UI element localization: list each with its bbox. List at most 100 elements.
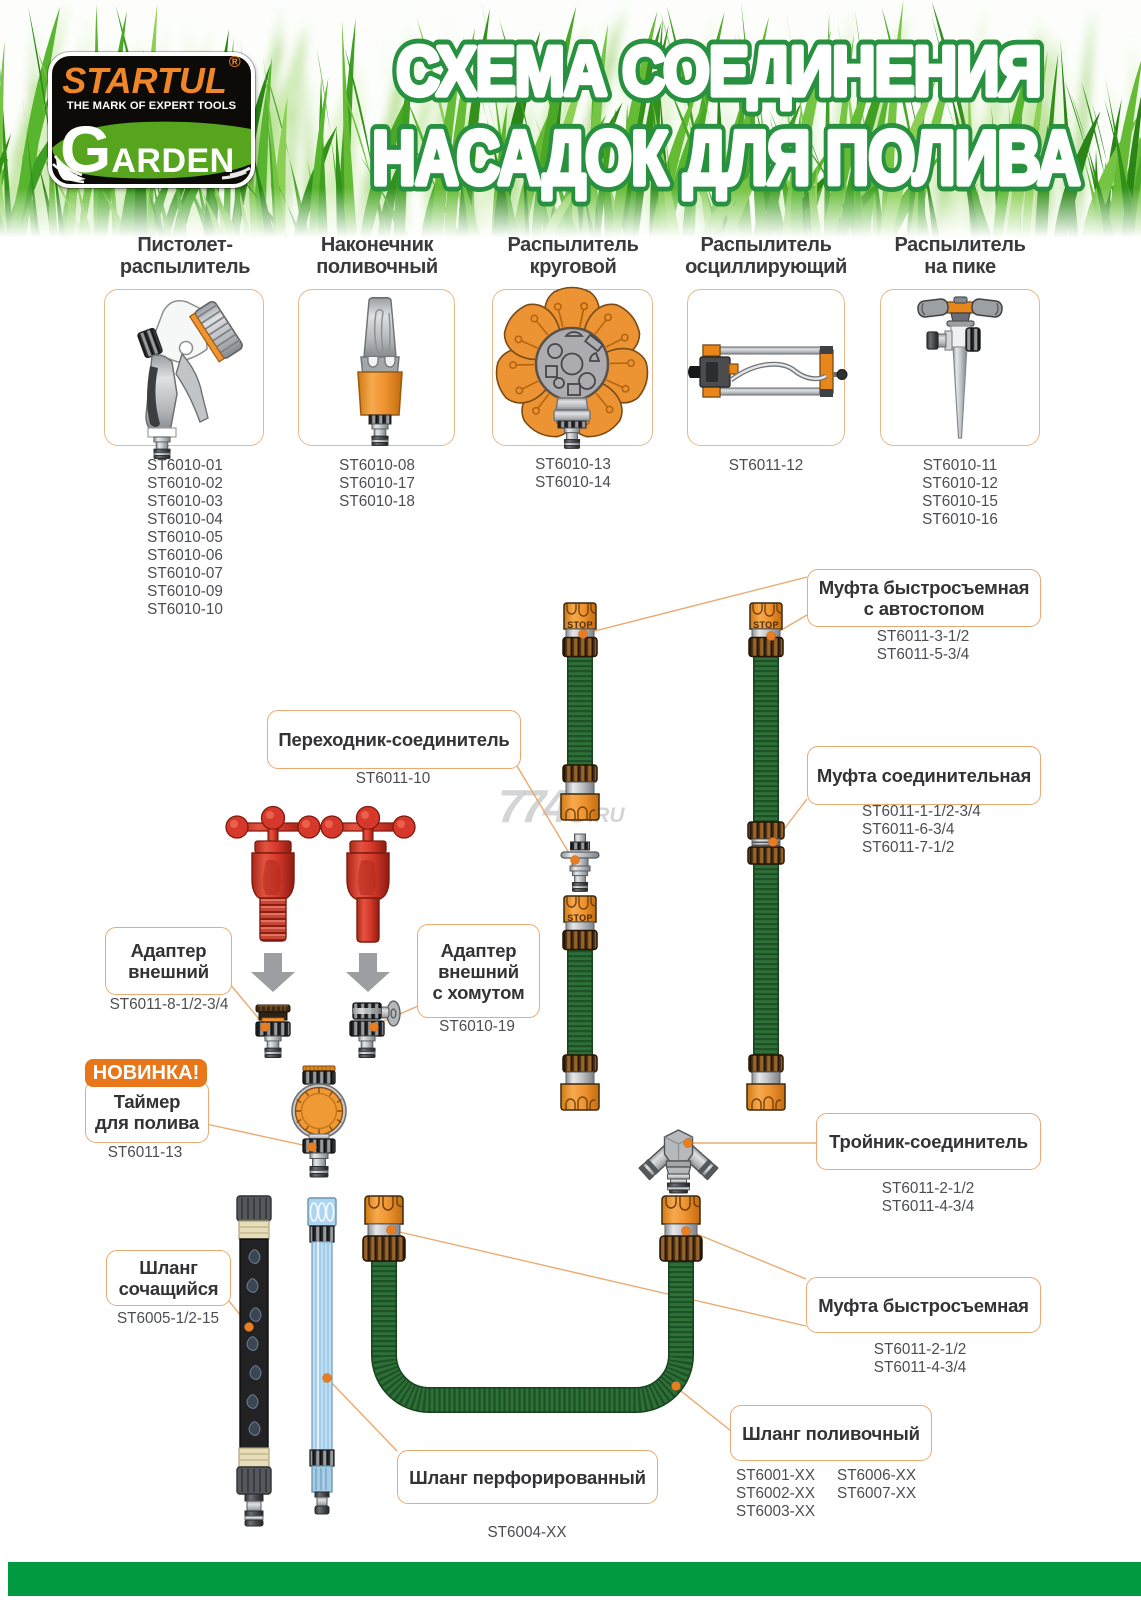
- codes-timer: ST6011-13: [45, 1144, 245, 1162]
- soaker-hose-drawing: [236, 1195, 272, 1527]
- codes-adapter-external: ST6011-8-1/2-3/4: [69, 996, 269, 1014]
- tap-plain: [320, 805, 416, 943]
- coupling-connector: [747, 821, 785, 865]
- label-line: Адаптер: [440, 939, 517, 961]
- quick-coupler-inverted: [560, 764, 600, 821]
- label-line: внешний: [438, 960, 519, 982]
- label-line: Тройник-соединитель: [829, 1131, 1028, 1152]
- label-watering-hose: Шланг поливочный: [730, 1405, 932, 1461]
- hose-assembly-right: [746, 602, 786, 1111]
- leader-dot: [322, 1373, 332, 1383]
- brand-name: STARTUL®: [62, 54, 241, 101]
- leader-dot: [671, 1381, 681, 1391]
- leader-line: [205, 1123, 313, 1148]
- leader-dot: [260, 1022, 270, 1032]
- code-line: ST6011-3-1/2: [876, 628, 970, 645]
- product-title-line: поливочный: [316, 255, 438, 278]
- title-line-2: НАСАДОК ДЛЯ ПОЛИВА: [372, 115, 1080, 200]
- code-line: ST6010-11: [922, 457, 998, 474]
- leader-dot: [244, 1322, 254, 1332]
- code-line: ST6011-1-1/2-3/4: [862, 803, 981, 820]
- label-line: Муфта быстросъемная: [818, 577, 1030, 598]
- adapter-clamp-drawing: [349, 1000, 401, 1059]
- badge-new: НОВИНКА!: [85, 1059, 207, 1087]
- code-line: ST6010-05: [147, 529, 223, 546]
- code-line: ST6007-XX: [837, 1485, 917, 1502]
- adapter-connector-drawing: [560, 833, 600, 892]
- leader-dot: [578, 629, 588, 639]
- arrow-down-icon: [251, 953, 295, 992]
- spray-gun-drawing: [137, 300, 243, 460]
- label-line: Шланг: [139, 1257, 198, 1278]
- code-line: ST6006-XX: [837, 1467, 917, 1484]
- code-line: ST6010-01: [147, 457, 223, 474]
- perforated-hose-drawing: [307, 1197, 337, 1515]
- label-line: Муфта быстросъемная: [818, 1294, 1029, 1316]
- codes-adapter-connector: ST6011-10: [293, 770, 493, 788]
- quick-coupler-inverted: [746, 1054, 786, 1111]
- code-line: ST6010-03: [147, 493, 223, 510]
- stop-label: STOP: [567, 913, 593, 923]
- code-line: ST6011-10: [355, 770, 431, 787]
- label-adapter-connector: Переходник-соединитель: [267, 710, 521, 769]
- title-line-1: СХЕМА СОЕДИНЕНИЯ: [396, 32, 1040, 110]
- code-line: ST6010-07: [147, 565, 223, 582]
- code-line: ST6010-17: [339, 475, 415, 492]
- code-line: ST6005-1/2-15: [116, 1310, 220, 1327]
- code-line: ST6002-XX: [736, 1485, 816, 1502]
- stop-label: STOP: [753, 620, 779, 630]
- label-line: Адаптер: [130, 940, 207, 961]
- leader-line: [326, 1377, 398, 1452]
- oscillating-sprinkler-drawing: [688, 344, 848, 398]
- leader-dot: [768, 837, 778, 847]
- product-title-spray-gun: Пистолет-распылитель: [95, 234, 275, 279]
- code-line: ST6010-19: [439, 1018, 515, 1035]
- code-line: ST6010-16: [922, 511, 998, 528]
- code-line: ST6011-4-3/4: [873, 1359, 967, 1376]
- codes-perforated-hose: ST6004-XX: [427, 1524, 627, 1542]
- code-line: ST6010-14: [535, 474, 611, 491]
- leader-dots: [244, 629, 778, 1391]
- tap-threaded: [225, 805, 321, 942]
- leader-line: [516, 765, 573, 859]
- code-line: ST6010-13: [535, 456, 611, 473]
- watermark: 7745.RU: [498, 779, 625, 833]
- code-line: ST6001-XX: [736, 1467, 816, 1484]
- bottom-green-bar: [8, 1562, 1141, 1596]
- product-title-line: осциллирующий: [685, 255, 847, 278]
- code-line: ST6010-06: [147, 547, 223, 564]
- code-line: ST6011-2-1/2: [873, 1341, 967, 1358]
- arrow-down-icon: [346, 953, 390, 992]
- code-line: ST6010-18: [339, 493, 415, 510]
- label-tee-connector: Тройник-соединитель: [816, 1113, 1041, 1170]
- code-line: ST6011-6-3/4: [862, 821, 955, 838]
- leader-line: [390, 1229, 807, 1327]
- quick-coupler-inverted: [560, 1054, 600, 1111]
- leader-dot: [683, 1138, 693, 1148]
- product-title-line: на пике: [924, 255, 996, 278]
- label-line: Муфта соединительная: [816, 765, 1032, 786]
- product-title-line: круговой: [529, 255, 617, 278]
- code-line: ST6011-12: [728, 457, 804, 474]
- spike-sprinkler-drawing: [917, 296, 1003, 439]
- quick-coupler: [362, 1195, 406, 1262]
- code-line: ST6011-7-1/2: [862, 839, 955, 856]
- hose-assembly-left: [560, 602, 600, 1111]
- product-title-line: Распылитель: [700, 234, 832, 256]
- label-quick-coupling: Муфта быстросъемная: [806, 1277, 1041, 1333]
- code-line: ST6011-4-3/4: [881, 1198, 975, 1215]
- leader-dot: [307, 1142, 317, 1152]
